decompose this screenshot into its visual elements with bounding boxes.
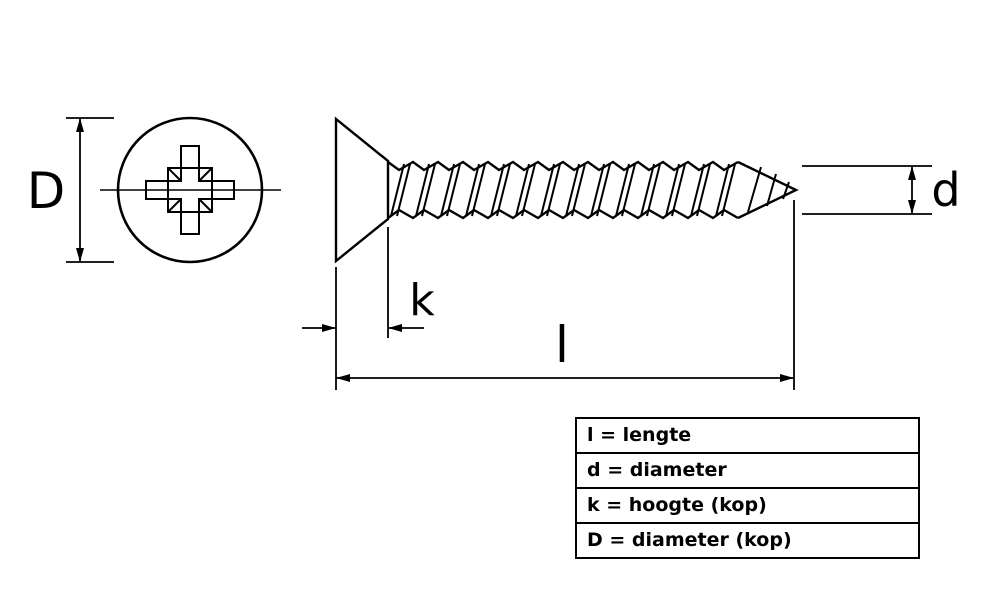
legend-row: d = diameter <box>577 454 918 489</box>
label-d: d <box>931 163 960 217</box>
thread-helix-path <box>390 163 736 217</box>
label-D: D <box>27 162 66 220</box>
thread-bottom-edge <box>387 208 739 220</box>
legend-table: l = lengte d = diameter k = hoogte (kop)… <box>575 417 920 559</box>
label-l: l <box>555 316 569 374</box>
dimension-d <box>802 165 932 215</box>
screw-side-view <box>334 116 799 264</box>
thread-helix-lines <box>390 163 736 217</box>
countersunk-head <box>334 116 390 264</box>
dimension-D <box>66 117 114 263</box>
screw-thread <box>387 160 739 220</box>
phillips-recess <box>145 145 235 235</box>
legend-row-text: d = diameter <box>587 459 727 481</box>
dimension-k <box>302 227 424 390</box>
phillips-flank-lines <box>167 167 213 213</box>
legend-row-text: k = hoogte (kop) <box>587 494 767 516</box>
screw-tip <box>737 160 799 220</box>
legend-row: k = hoogte (kop) <box>577 489 918 524</box>
tip-thread-lines <box>747 166 790 213</box>
screw-head-top-view <box>100 116 281 264</box>
legend-row: l = lengte <box>577 419 918 454</box>
legend-row-text: l = lengte <box>587 424 692 446</box>
phillips-center-square <box>167 167 213 213</box>
label-k: k <box>409 275 435 326</box>
tip-outline <box>737 160 799 220</box>
dimension-l <box>336 200 795 390</box>
legend-row-text: D = diameter (kop) <box>587 529 792 551</box>
legend-row: D = diameter (kop) <box>577 524 918 557</box>
